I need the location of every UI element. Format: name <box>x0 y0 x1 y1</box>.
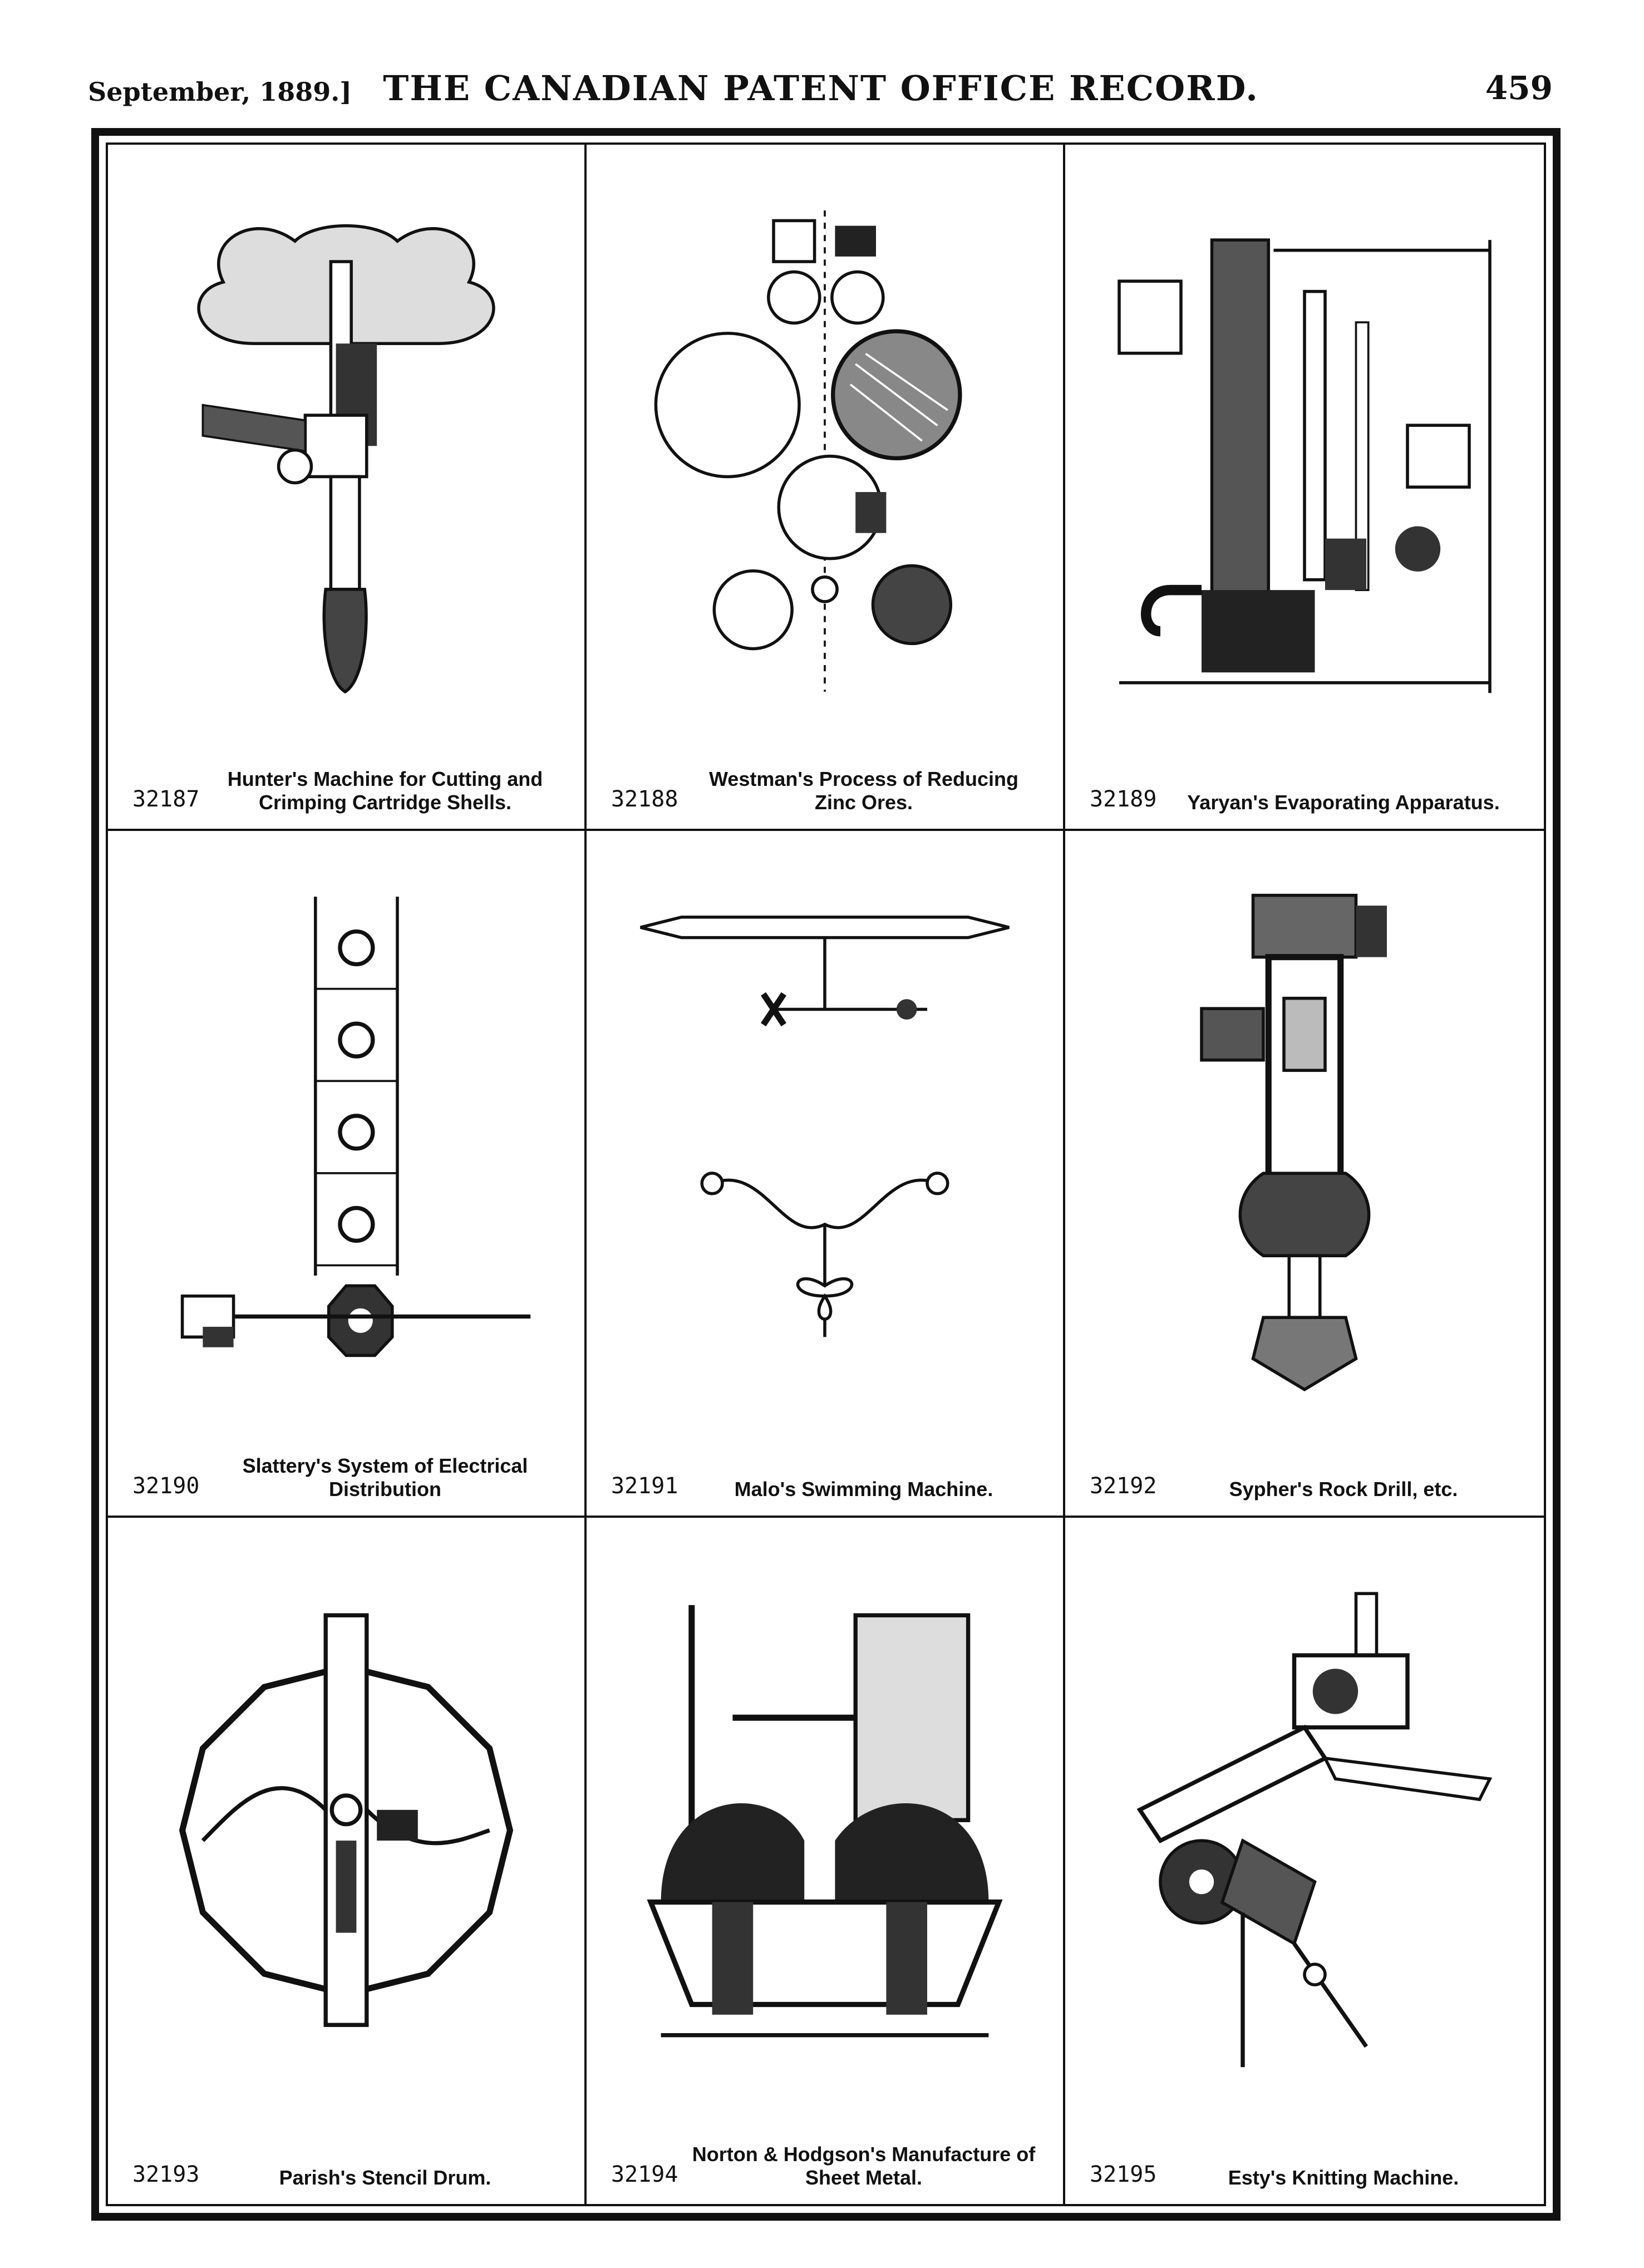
caption-text: Sypher's Rock Drill, etc. <box>1229 1477 1458 1500</box>
patent-number: 32191 <box>611 1473 678 1499</box>
caption-text: Esty's Knitting Machine. <box>1228 2166 1459 2189</box>
caption-text: Norton & Hodgson's Manufacture of Sheet … <box>692 2143 1036 2189</box>
figure-cell: 32189 Yaryan's Evaporating Apparatus. <box>1065 145 1544 832</box>
patent-number: 32192 <box>1090 1473 1157 1499</box>
electrical-distribution-drawing <box>141 853 551 1431</box>
caption-text: Slattery's System of Electrical Distribu… <box>242 1454 528 1500</box>
caption-text: Parish's Stencil Drum. <box>279 2166 491 2189</box>
figure-cell: 32188 Westman's Process of Reducing Zinc… <box>587 145 1065 832</box>
rock-drill-drawing <box>1099 853 1510 1431</box>
figure-caption: 32190 Slattery's System of Electrical Di… <box>125 1442 568 1503</box>
patent-number: 32193 <box>132 2162 200 2187</box>
figure-cell: 32192 Sypher's Rock Drill, etc. <box>1065 831 1544 1518</box>
figure-caption: 32192 Sypher's Rock Drill, etc. <box>1082 1442 1527 1503</box>
figure-cell: 32187 Hunter's Machine for Cutting and C… <box>108 145 587 832</box>
figure-cell: 32193 Parish's Stencil Drum. <box>108 1517 587 2204</box>
figure-cell: 32191 Malo's Swimming Machine. <box>587 831 1065 1518</box>
cartridge-tool-drawing <box>141 167 551 745</box>
patent-number: 32187 <box>132 786 200 813</box>
figure-caption: 32188 Westman's Process of Reducing Zinc… <box>603 755 1046 816</box>
patent-number: 32189 <box>1090 786 1157 813</box>
patent-number: 32188 <box>611 786 678 813</box>
evaporator-drawing <box>1099 167 1510 745</box>
figure-cell: 32190 Slattery's System of Electrical Di… <box>108 831 587 1518</box>
sheet-metal-machine-drawing <box>620 1540 1030 2121</box>
patent-number: 32195 <box>1090 2162 1157 2187</box>
caption-text: Westman's Process of Reducing Zinc Ores. <box>708 768 1019 814</box>
figure-cell: 32195 Esty's Knitting Machine. <box>1065 1518 1544 2204</box>
caption-text: Malo's Swimming Machine. <box>734 1477 993 1500</box>
caption-text: Hunter's Machine for Cutting and Crimpin… <box>227 768 543 814</box>
figure-caption: 32189 Yaryan's Evaporating Apparatus. <box>1082 755 1527 816</box>
stencil-drum-drawing <box>141 1540 551 2121</box>
ore-roller-drawing <box>620 167 1030 745</box>
figure-grid: 32187 Hunter's Machine for Cutting and C… <box>106 142 1546 2206</box>
patent-number: 32190 <box>132 1473 200 1499</box>
patent-number: 32194 <box>611 2162 678 2187</box>
swimming-machine-drawing <box>620 853 1030 1431</box>
figure-caption: 32187 Hunter's Machine for Cutting and C… <box>125 755 568 816</box>
figure-plate-frame: 32187 Hunter's Machine for Cutting and C… <box>91 128 1561 2221</box>
page-header: September, 1889.] THE CANADIAN PATENT OF… <box>83 66 1558 116</box>
figure-caption: 32195 Esty's Knitting Machine. <box>1082 2131 1527 2192</box>
publication-title: THE CANADIAN PATENT OFFICE RECORD. <box>383 68 1259 109</box>
knitting-machine-drawing <box>1099 1540 1510 2121</box>
page-number: 459 <box>1485 69 1553 107</box>
figure-caption: 32193 Parish's Stencil Drum. <box>125 2131 568 2192</box>
figure-cell: 32194 Norton & Hodgson's Manufacture of … <box>587 1517 1065 2204</box>
figure-caption: 32194 Norton & Hodgson's Manufacture of … <box>603 2131 1046 2192</box>
figure-caption: 32191 Malo's Swimming Machine. <box>603 1442 1046 1503</box>
issue-date: September, 1889.] <box>88 77 352 107</box>
caption-text: Yaryan's Evaporating Apparatus. <box>1187 791 1500 814</box>
